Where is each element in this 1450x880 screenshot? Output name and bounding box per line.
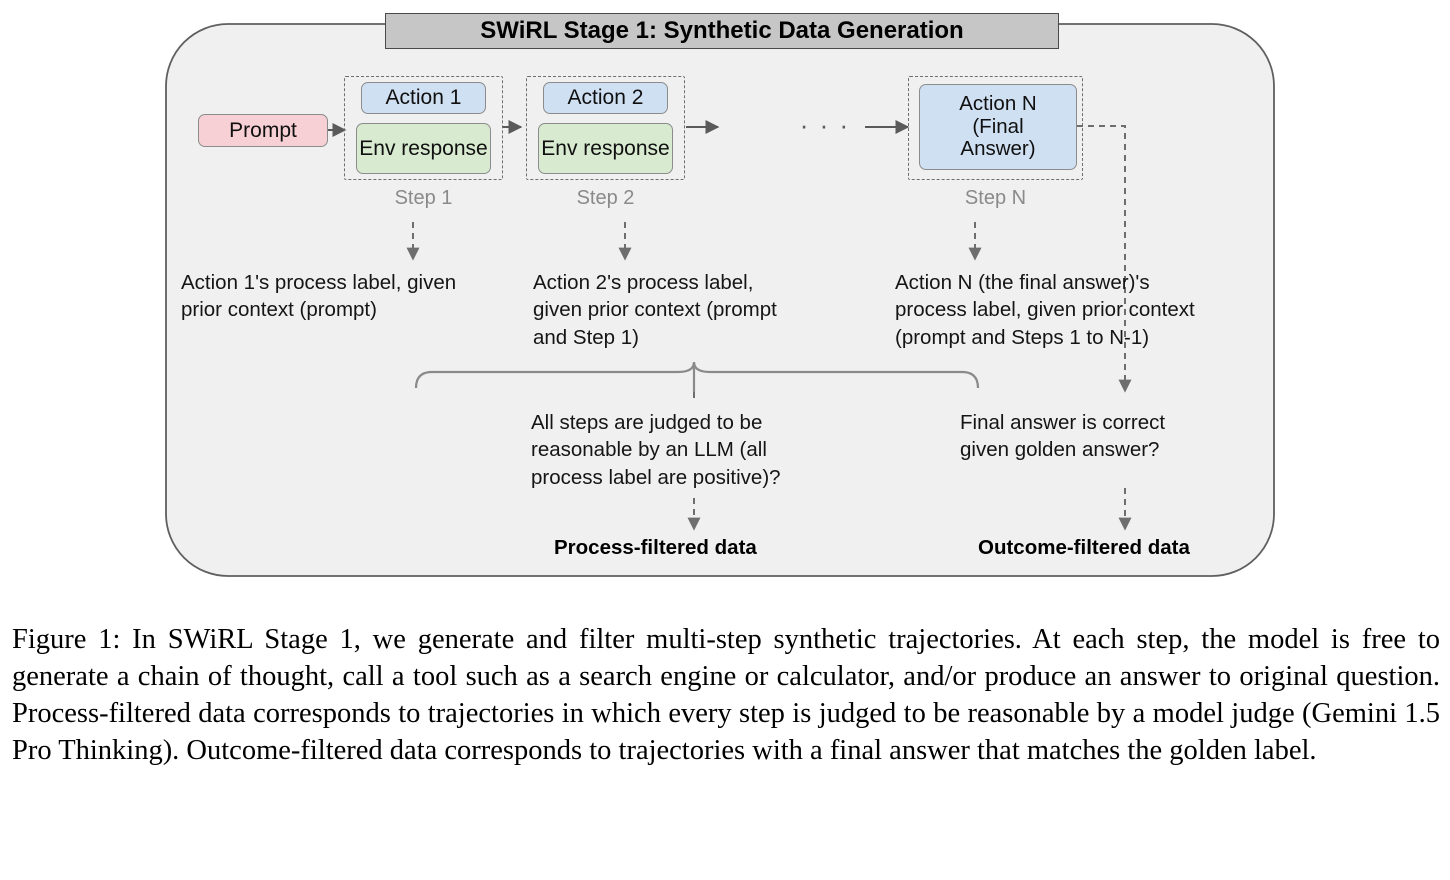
step-2-label: Step 2 bbox=[576, 187, 635, 209]
node-env-response-1: Env response bbox=[356, 123, 491, 174]
node-action-1: Action 1 bbox=[361, 82, 486, 114]
output-process-filtered-data: Process-filtered data bbox=[554, 536, 757, 559]
process-label-text-2: Action 2's process label, given prior co… bbox=[533, 271, 777, 349]
node-env-response-2: Env response bbox=[538, 123, 673, 174]
step-1-label: Step 1 bbox=[394, 187, 453, 209]
step-n-label: Step N bbox=[964, 187, 1027, 209]
ellipsis-indicator: · · · bbox=[799, 110, 851, 141]
figure-diagram: SWiRL Stage 1: Synthetic Data Generation… bbox=[165, 13, 1275, 577]
process-filter-question: All steps are judged to be reasonable by… bbox=[531, 411, 781, 489]
process-label-text-1: Action 1's process label, given prior co… bbox=[181, 271, 457, 322]
output-outcome-filtered-data: Outcome-filtered data bbox=[978, 536, 1190, 559]
figure-banner-title: SWiRL Stage 1: Synthetic Data Generation bbox=[385, 13, 1059, 49]
arrow-actionN-to-outcome-question bbox=[1077, 125, 1132, 393]
figure-caption: Figure 1: In SWiRL Stage 1, we generate … bbox=[12, 624, 1440, 766]
process-label-text-n: Action N (the final answer)'s process la… bbox=[895, 271, 1195, 349]
node-prompt: Prompt bbox=[198, 114, 328, 147]
node-action-n-final-answer: Action N (Final Answer) bbox=[919, 84, 1077, 170]
step-1-group bbox=[344, 76, 503, 180]
outcome-filter-question: Final answer is correct given golden ans… bbox=[960, 411, 1166, 462]
step-n-group bbox=[908, 76, 1083, 180]
node-action-2: Action 2 bbox=[543, 82, 668, 114]
step-2-group bbox=[526, 76, 685, 180]
